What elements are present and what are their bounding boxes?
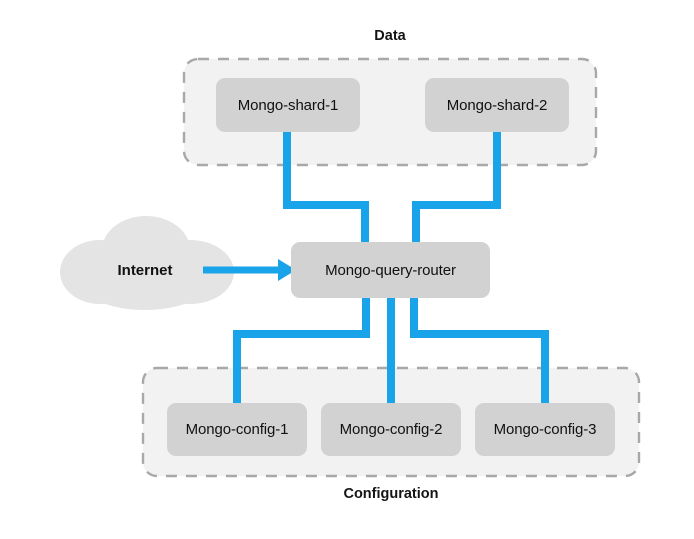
group-label-configuration: Configuration (343, 486, 439, 502)
node-mongo-query-router[interactable]: Mongo-query-router (291, 242, 490, 298)
internet-cloud-shape (60, 216, 234, 310)
connector-router-to-config3 (410, 296, 549, 410)
group-label-data: Data (374, 28, 406, 44)
connector-shard1-to-router (283, 132, 369, 244)
node-label: Mongo-config-3 (493, 421, 597, 438)
connector-router-to-config1 (233, 296, 370, 410)
node-mongo-config-1[interactable]: Mongo-config-1 (167, 403, 307, 456)
node-label: Mongo-shard-1 (237, 96, 339, 114)
node-mongo-shard-1[interactable]: Mongo-shard-1 (216, 78, 360, 132)
node-mongo-config-3[interactable]: Mongo-config-3 (475, 403, 615, 456)
node-label: Mongo-shard-2 (446, 96, 548, 114)
node-label: Mongo-config-2 (339, 421, 443, 438)
connector-shard2-to-router (412, 132, 501, 244)
connector-internet-to-router (203, 259, 296, 281)
node-label: Mongo-config-1 (185, 421, 289, 438)
node-label: Mongo-query-router (325, 261, 456, 279)
internet-label: Internet (117, 262, 173, 279)
node-mongo-config-2[interactable]: Mongo-config-2 (321, 403, 461, 456)
node-mongo-shard-2[interactable]: Mongo-shard-2 (425, 78, 569, 132)
